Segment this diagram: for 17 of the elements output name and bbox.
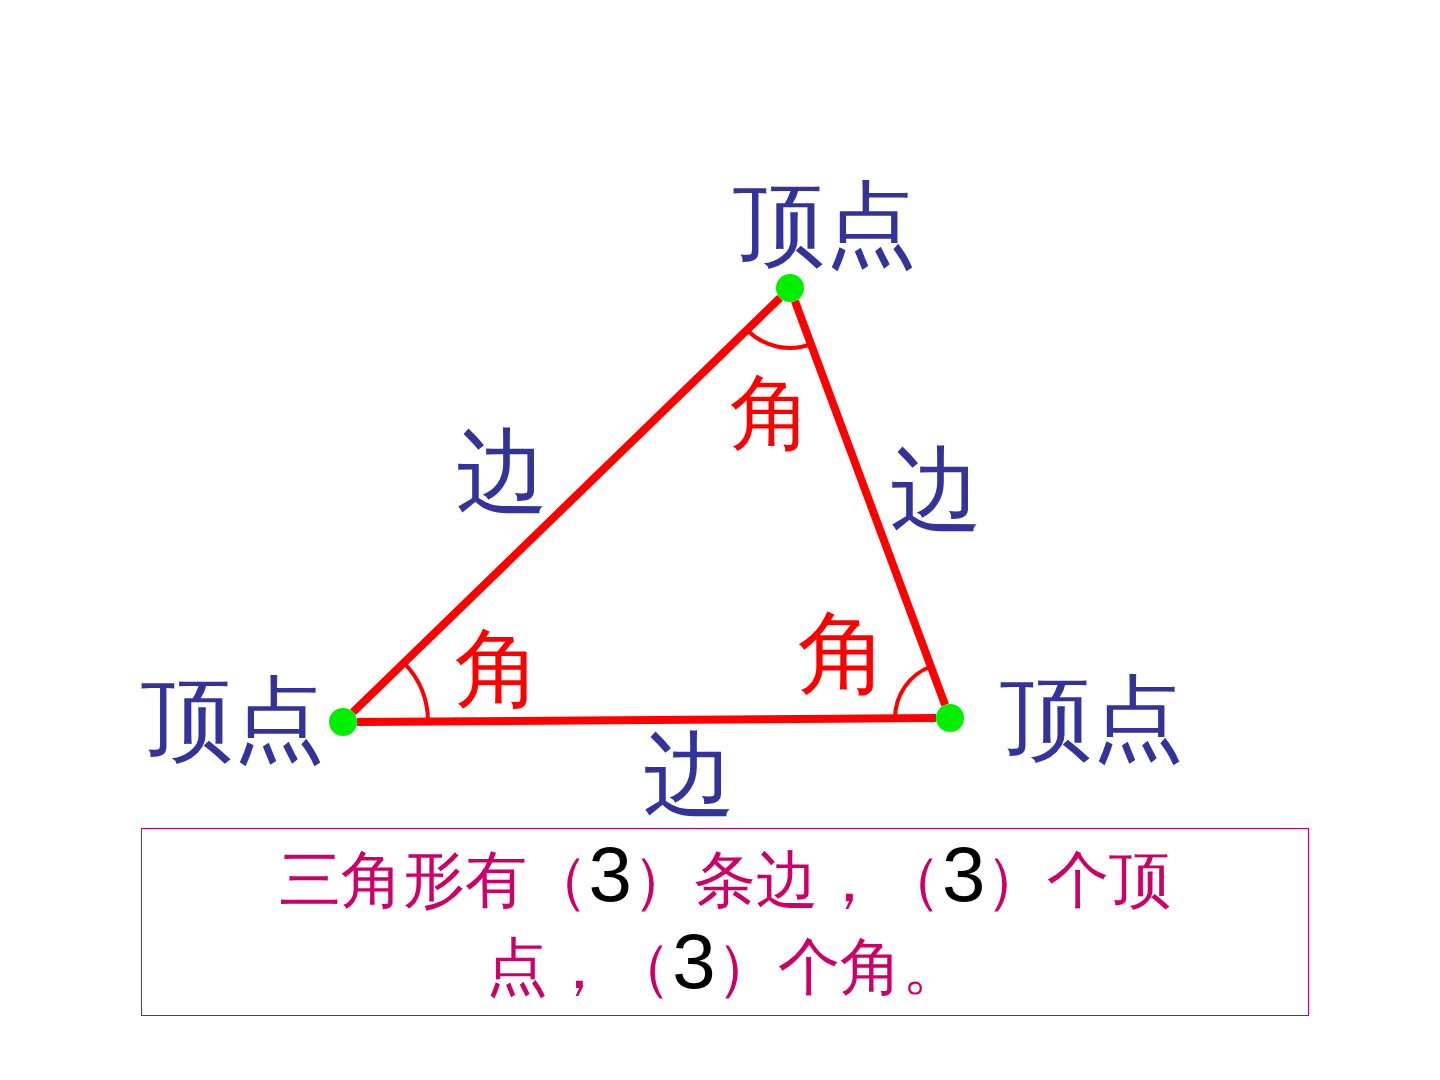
triangle-side xyxy=(356,714,937,726)
side-label: 边 xyxy=(642,728,735,820)
angle-label: 角 xyxy=(730,372,812,454)
side-label: 边 xyxy=(890,443,982,535)
side-label: 边 xyxy=(455,425,548,517)
question-text: 三角形有（3）条边，（3）个顶点，（3）个角。 xyxy=(277,835,1173,1007)
vertex-label: 顶点 xyxy=(733,178,917,270)
vertex-dot xyxy=(776,274,804,302)
angle-label: 角 xyxy=(798,608,888,698)
vertex-dot xyxy=(936,704,964,732)
angle-label: 角 xyxy=(455,625,541,711)
triangle-side xyxy=(791,299,949,707)
vertex-label: 顶点 xyxy=(1000,672,1184,764)
vertex-dot xyxy=(329,708,357,736)
question-box xyxy=(141,828,1309,1016)
triangle-side xyxy=(350,294,783,716)
vertex-label: 顶点 xyxy=(141,673,325,765)
